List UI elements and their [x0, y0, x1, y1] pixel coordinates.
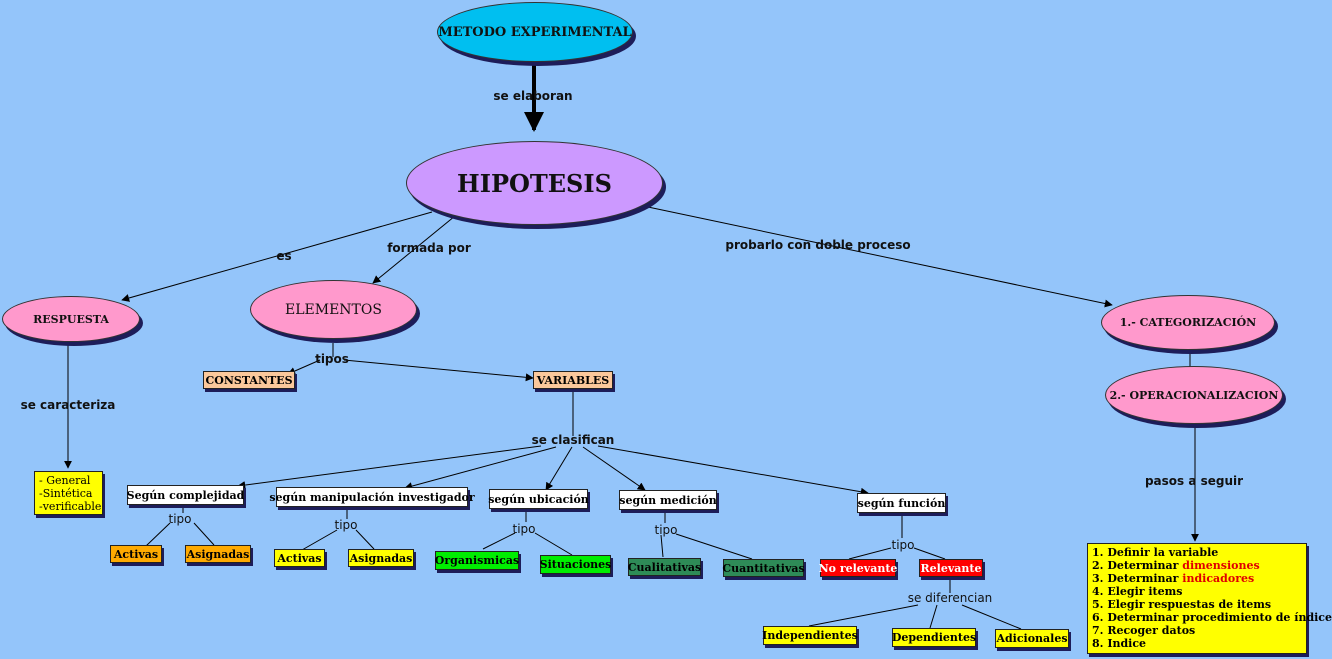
segun-funcion-box: según función: [857, 493, 946, 513]
paso-text: 8. Indice: [1092, 637, 1147, 650]
paso-text: 1. Definir la variable: [1092, 546, 1219, 559]
elementos-text: ELEMENTOS: [285, 301, 382, 318]
respuesta-text: RESPUESTA: [33, 312, 109, 326]
link-label-probarlo: probarlo con doble proceso: [725, 238, 911, 252]
elementos-node: ELEMENTOS: [250, 280, 417, 339]
paso-item: 6. Determinar procedimiento de índice: [1092, 611, 1332, 624]
paso-text: 3. Determinar: [1092, 572, 1183, 585]
constantes-box: CONSTANTES: [203, 371, 295, 389]
organismicas-box: Organismicas: [435, 551, 519, 570]
segun-complejidad-box: Según complejidad: [127, 485, 244, 505]
activas-complejidad-box: Activas: [110, 545, 162, 563]
paso-text: 6. Determinar procedimiento de índice: [1092, 611, 1332, 624]
situaciones-box: Situaciones: [540, 555, 611, 574]
respuesta-node: RESPUESTA: [2, 296, 140, 342]
segun-manipulacion-box: según manipulación investigador: [269, 487, 475, 507]
paso-highlight: dimensiones: [1182, 559, 1260, 572]
dependientes-box: Dependientes: [892, 628, 976, 647]
link-label-formada-por: formada por: [387, 241, 471, 255]
paso-item: 7. Recoger datos: [1092, 624, 1302, 637]
no-relevante-box: No relevante: [819, 559, 897, 577]
paso-item: 3. Determinar indicadores: [1092, 572, 1302, 585]
asignadas-complejidad-box: Asignadas: [185, 545, 251, 563]
paso-text: 5. Elegir respuestas de items: [1092, 598, 1272, 611]
link-label-tipo-funcion: tipo: [891, 538, 915, 552]
variables-box: VARIABLES: [533, 371, 613, 389]
metodo-experimental-text: METODO EXPERIMENTAL: [438, 24, 632, 40]
cuantitativas-box: Cuantitativas: [722, 559, 805, 577]
link-label-se-caracteriza: se caracteriza: [20, 398, 116, 412]
link-label-pasos-a-seguir: pasos a seguir: [1144, 474, 1244, 488]
segun-medicion-box: según medición: [619, 490, 717, 510]
asignadas-manipulacion-box: Asignadas: [348, 549, 414, 567]
paso-text: 4. Elegir items: [1092, 585, 1183, 598]
hipotesis-text: HIPOTESIS: [457, 168, 612, 198]
link-label-se-clasifican: se clasifican: [531, 433, 615, 447]
paso-text: 2. Determinar: [1092, 559, 1183, 572]
caracteristicas-box: - General -Sintética -verificable: [34, 471, 103, 515]
adicionales-box: Adicionales: [995, 629, 1069, 648]
relevante-box: Relevante: [919, 559, 983, 577]
independientes-box: Independientes: [762, 626, 858, 645]
link-label-tipo-medicion: tipo: [654, 523, 678, 537]
hipotesis-node: HIPOTESIS: [406, 141, 663, 225]
cualitativas-box: Cualitativas: [628, 558, 701, 576]
caracteristica-sintetica: -Sintética: [39, 487, 93, 500]
link-label-tipo-manipulacion: tipo: [334, 518, 358, 532]
paso-item: 8. Indice: [1092, 637, 1302, 650]
paso-item: 2. Determinar dimensiones: [1092, 559, 1302, 572]
pasos-list-box: 1. Definir la variable 2. Determinar dim…: [1087, 543, 1332, 654]
paso-item: 1. Definir la variable: [1092, 546, 1302, 559]
operacionalizacion-node: 2.- OPERACIONALIZACION: [1105, 366, 1283, 424]
paso-highlight: indicadores: [1182, 572, 1255, 585]
categorizacion-text: 1.- CATEGORIZACIÓN: [1119, 316, 1257, 329]
paso-item: 4. Elegir items: [1092, 585, 1302, 598]
metodo-experimental-node: METODO EXPERIMENTAL: [437, 2, 633, 62]
link-label-tipos: tipos: [315, 352, 349, 366]
link-label-es: es: [276, 249, 292, 263]
activas-manipulacion-box: Activas: [274, 549, 325, 567]
categorizacion-node: 1.- CATEGORIZACIÓN: [1101, 295, 1275, 350]
link-label-tipo-ubicacion: tipo: [512, 522, 536, 536]
operacionalizacion-text: 2.- OPERACIONALIZACION: [1109, 388, 1279, 402]
link-label-se-elaboran: se elaboran: [493, 89, 573, 103]
caracteristica-verificable: -verificable: [39, 500, 102, 513]
segun-ubicacion-box: según ubicación: [488, 489, 589, 509]
paso-text: 7. Recoger datos: [1092, 624, 1196, 637]
paso-item: 5. Elegir respuestas de items: [1092, 598, 1302, 611]
caracteristica-general: - General: [39, 474, 91, 487]
link-label-se-diferencian: se diferencian: [907, 591, 993, 605]
link-label-tipo-complejidad: tipo: [168, 512, 192, 526]
